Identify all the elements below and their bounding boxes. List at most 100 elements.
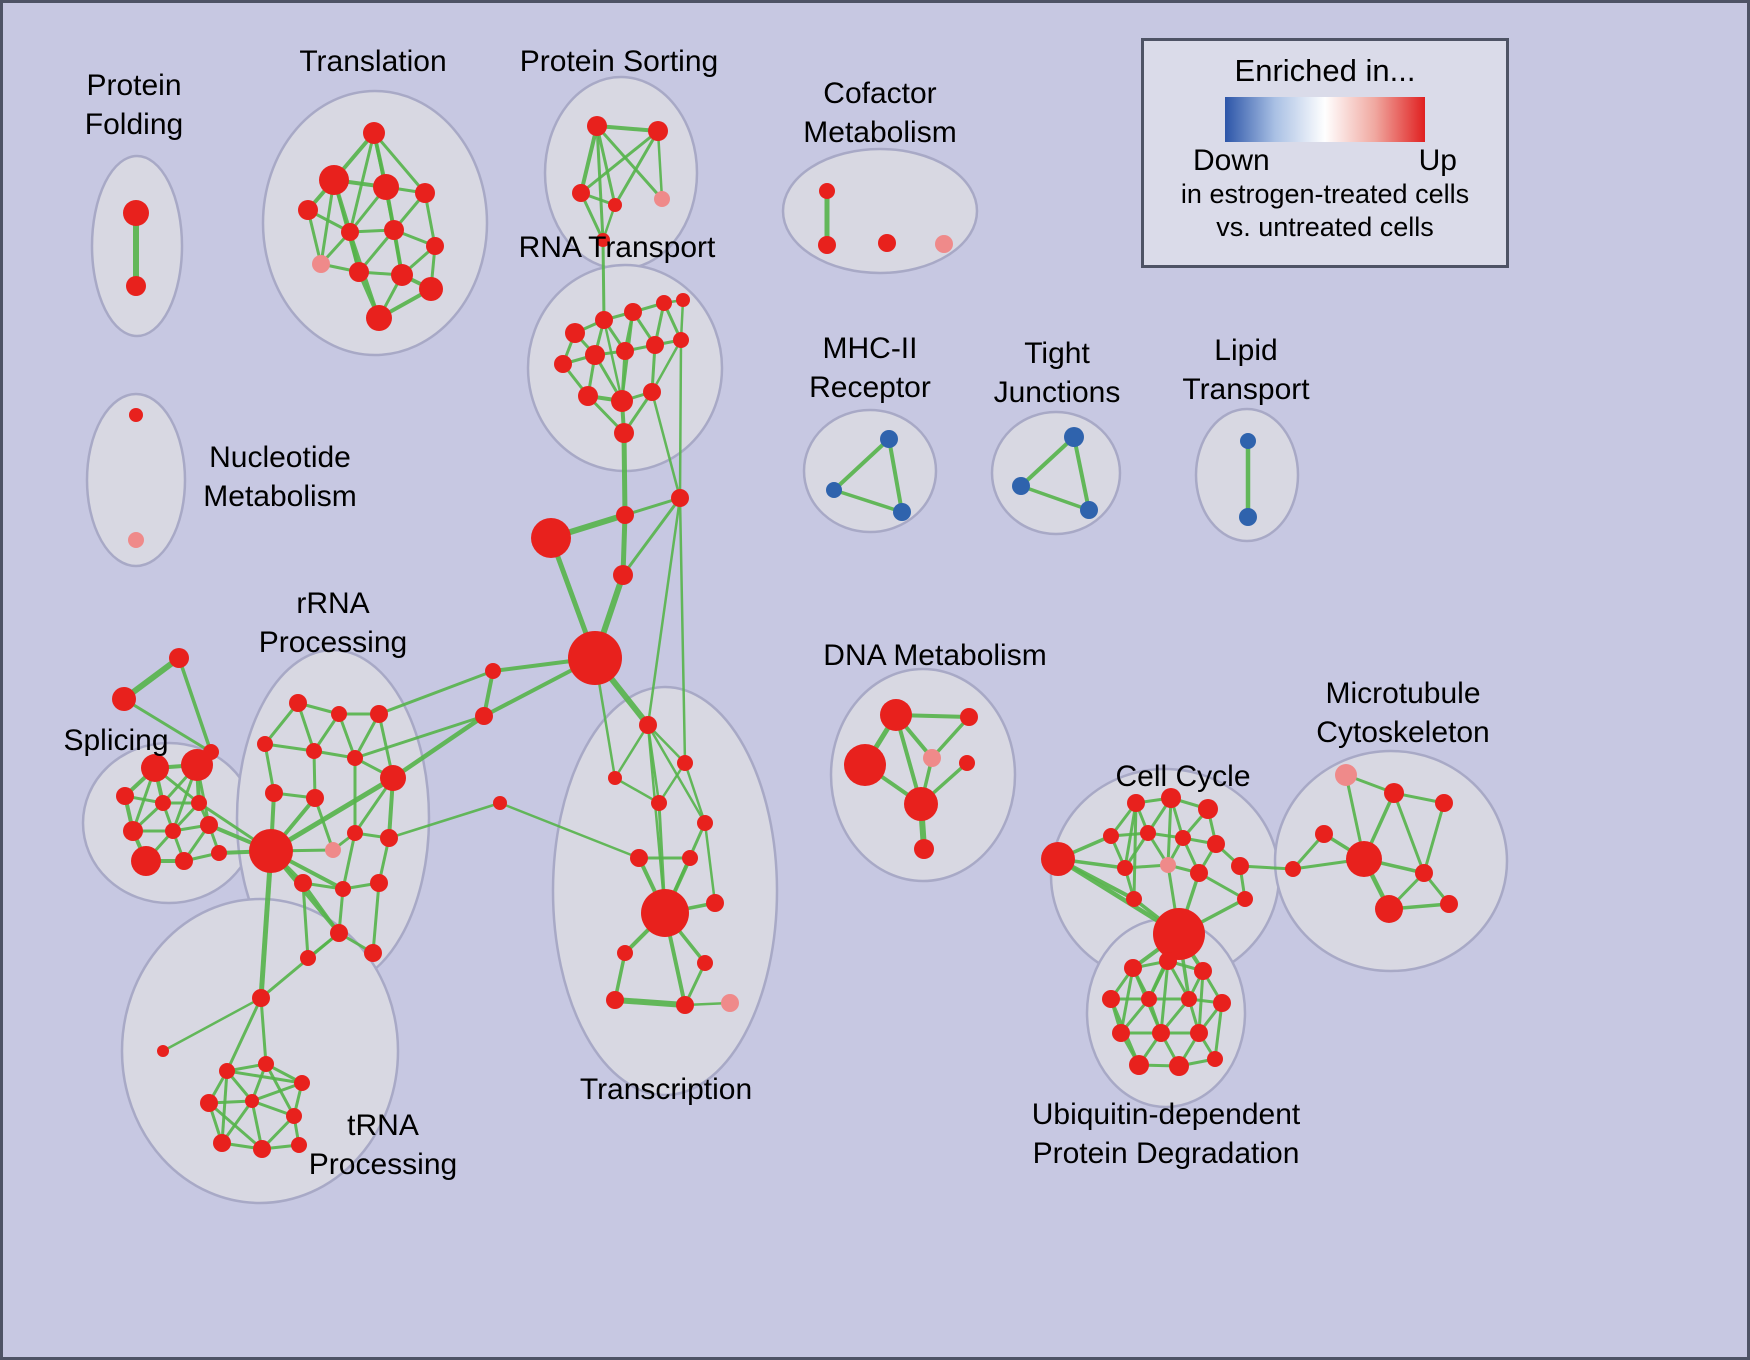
cluster-label-splicing: Splicing xyxy=(63,724,168,757)
node-rrH xyxy=(249,829,293,873)
node-sx2 xyxy=(112,687,136,711)
node-sp10 xyxy=(175,852,193,870)
node-tj1 xyxy=(1064,427,1084,447)
edge-mh1-mh3 xyxy=(887,437,904,514)
node-rt13 xyxy=(643,383,661,401)
node-cc8 xyxy=(1207,835,1225,853)
node-sp4 xyxy=(155,795,171,811)
cluster-label-tight-junctions: Junctions xyxy=(994,376,1121,409)
cluster-label-rna-transport: RNA Transport xyxy=(519,231,716,264)
node-ub9 xyxy=(1152,1024,1170,1042)
node-ps1 xyxy=(587,116,607,136)
edge-c3-rt13 xyxy=(650,390,682,500)
edge-cc2-cc9 xyxy=(1166,796,1173,867)
edge-ps1-ps3 xyxy=(579,124,599,195)
node-tl8 xyxy=(426,237,444,255)
node-tj2 xyxy=(1012,477,1030,495)
edge-rr12-c6 xyxy=(387,801,502,840)
cluster-label-rrna-processing: rRNA xyxy=(296,587,369,620)
node-dm2 xyxy=(960,708,978,726)
node-ub5 xyxy=(1141,991,1157,1007)
node-lt1 xyxy=(1240,433,1256,449)
node-cc4 xyxy=(1041,842,1075,876)
node-tl6 xyxy=(341,223,359,241)
node-sp11 xyxy=(211,845,227,861)
cluster-label-mhc-ii-receptor: MHC-II xyxy=(823,332,918,365)
node-tr7 xyxy=(245,1094,259,1108)
edge-rr11-rr14 xyxy=(341,831,357,891)
edge-rr7-rrH xyxy=(268,775,396,854)
node-rr18 xyxy=(364,944,382,962)
node-mt5 xyxy=(1346,841,1382,877)
cluster-label-transcription: Transcription xyxy=(580,1073,752,1106)
edge-rr16-tr1 xyxy=(259,931,341,1000)
node-cc13 xyxy=(1126,891,1142,907)
node-tx12 xyxy=(676,996,694,1014)
cluster-label-trna-processing: tRNA xyxy=(347,1109,419,1142)
cluster-label-tight-junctions: Tight xyxy=(1024,337,1090,370)
node-sp7 xyxy=(165,823,181,839)
node-tx5 xyxy=(697,815,713,831)
node-rr8 xyxy=(265,784,283,802)
node-rt14 xyxy=(614,423,634,443)
node-rr1 xyxy=(289,694,307,712)
node-c2 xyxy=(616,506,634,524)
edge-tj1-tj3 xyxy=(1072,435,1091,512)
node-cB xyxy=(568,631,622,685)
node-tr11 xyxy=(291,1137,307,1153)
node-pf1 xyxy=(123,200,149,226)
node-mt6 xyxy=(1415,864,1433,882)
node-ub7 xyxy=(1213,994,1231,1012)
cluster-ellipse-cofactor-metabolism xyxy=(781,147,979,275)
node-cf3 xyxy=(878,234,896,252)
node-c3 xyxy=(671,489,689,507)
node-ub1 xyxy=(1124,959,1142,977)
node-ub3 xyxy=(1194,962,1212,980)
node-nm1 xyxy=(129,408,143,422)
cluster-label-translation: Translation xyxy=(299,45,446,78)
cluster-label-microtubule-cytoskeleton: Cytoskeleton xyxy=(1316,716,1489,749)
node-sp1 xyxy=(141,754,169,782)
node-mt3 xyxy=(1435,794,1453,812)
edge-c2-c7 xyxy=(620,512,628,578)
node-cc14 xyxy=(1237,891,1253,907)
node-nm2 xyxy=(128,532,144,548)
edge-c3-rt10 xyxy=(678,338,683,500)
legend-down-label: Down xyxy=(1193,144,1270,177)
edge-mt3-mt6 xyxy=(1422,801,1446,875)
cluster-label-cell-cycle: Cell Cycle xyxy=(1115,760,1250,793)
cluster-label-dna-metabolism: DNA Metabolism xyxy=(823,639,1046,672)
node-ub2 xyxy=(1159,952,1177,970)
node-tl11 xyxy=(391,264,413,286)
node-tr9 xyxy=(213,1134,231,1152)
node-tr5 xyxy=(294,1075,310,1091)
node-tl3 xyxy=(373,174,399,200)
node-cc7 xyxy=(1175,830,1191,846)
node-dm3 xyxy=(844,744,886,786)
node-tx4 xyxy=(651,795,667,811)
node-cc6 xyxy=(1140,825,1156,841)
node-rr2 xyxy=(331,706,347,722)
legend-scale-labels: Down Up xyxy=(1193,144,1457,178)
node-rt6 xyxy=(554,355,572,373)
node-dm4 xyxy=(923,749,941,767)
node-cc10 xyxy=(1117,860,1133,876)
node-rr3 xyxy=(370,705,388,723)
edge-tx5-tx8 xyxy=(703,821,717,905)
node-tr1 xyxy=(252,989,270,1007)
node-ub4 xyxy=(1102,990,1120,1008)
node-tl12 xyxy=(419,277,443,301)
node-rt1 xyxy=(565,323,585,343)
node-rr6 xyxy=(347,750,363,766)
cluster-label-ubiquitin-degradation: Ubiquitin-dependent xyxy=(1032,1098,1301,1131)
cluster-ellipse-nucleotide-metabolism xyxy=(85,392,187,568)
node-tr3 xyxy=(219,1063,235,1079)
node-cf2 xyxy=(818,236,836,254)
edge-tr1-tr3 xyxy=(225,996,263,1073)
edge-c6-tx6 xyxy=(498,801,641,860)
legend-gradient-bar xyxy=(1225,97,1425,142)
edge-tr1-tr4 xyxy=(259,996,268,1066)
cluster-label-protein-sorting: Protein Sorting xyxy=(520,45,718,78)
node-pf2 xyxy=(126,276,146,296)
